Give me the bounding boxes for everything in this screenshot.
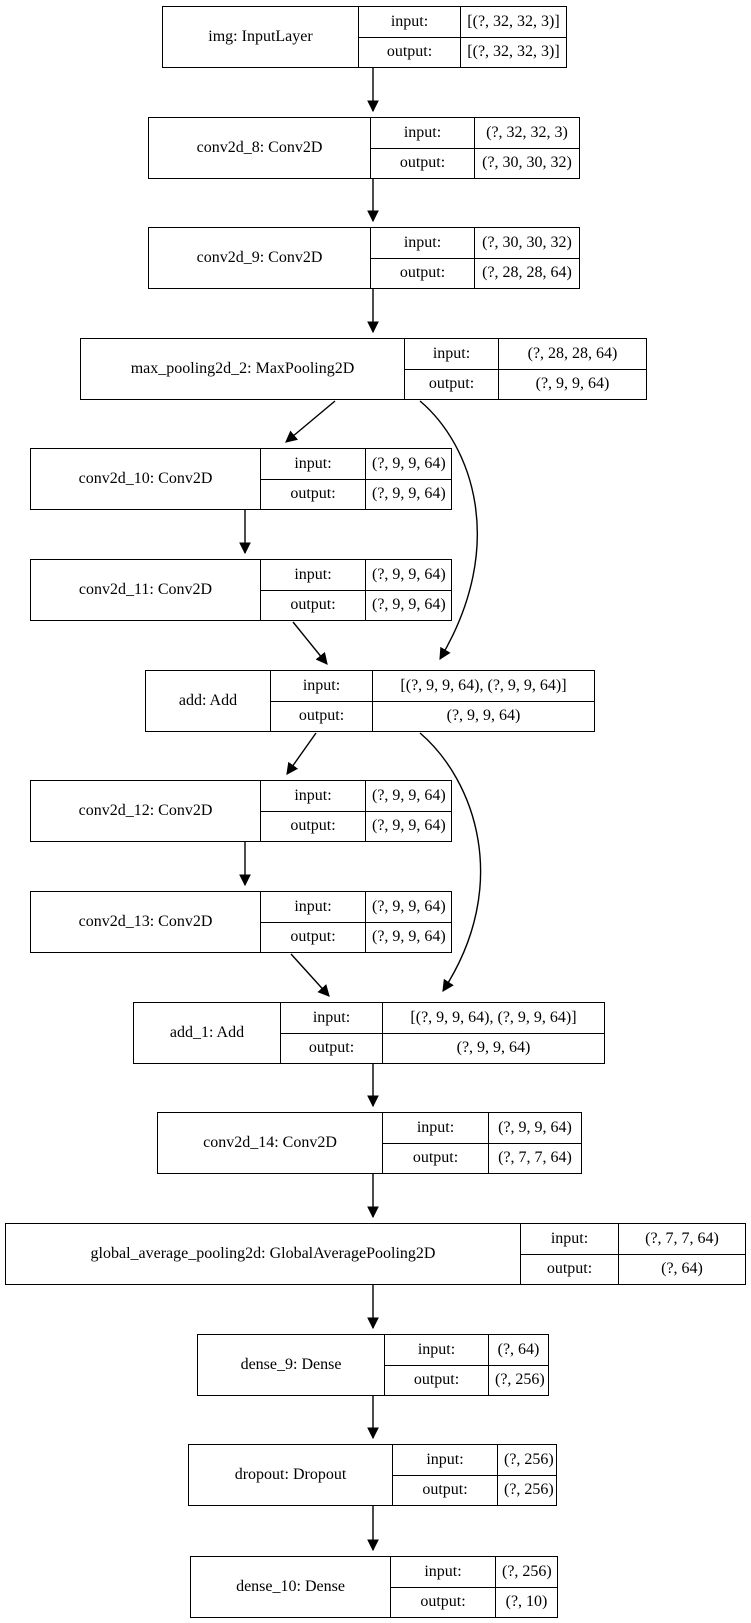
output-key: output: [384,1364,489,1396]
layer-label: add_1: Add [133,1002,281,1064]
node-max_pooling2d_2: max_pooling2d_2: MaxPooling2D input: (?,… [80,338,647,400]
node-conv2d_10: conv2d_10: Conv2D input: (?, 9, 9, 64) o… [30,448,452,510]
output-key: output: [520,1253,619,1285]
output-key: output: [370,147,475,179]
edge-conv2d_13-add_1 [290,953,330,997]
output-key: output: [358,36,461,68]
input-shape: (?, 32, 32, 3) [474,117,580,149]
output-key: output: [270,700,373,732]
input-shape: (?, 9, 9, 64) [365,448,452,480]
input-key: input: [390,1556,496,1588]
edge-max_pooling2d_2-add-skip [419,400,479,661]
input-shape: (?, 9, 9, 64) [365,780,452,812]
output-shape: [(?, 32, 32, 3)] [460,36,567,68]
output-shape: (?, 30, 30, 32) [474,147,580,179]
input-shape: (?, 30, 30, 32) [474,227,580,259]
input-key: input: [520,1223,619,1255]
edge-add-add_1-skip [419,732,482,992]
output-key: output: [382,1142,489,1174]
output-shape: (?, 10) [495,1586,558,1618]
input-key: input: [280,1002,383,1034]
output-key: output: [390,1586,496,1618]
input-shape: (?, 64) [488,1334,549,1366]
output-shape: (?, 9, 9, 64) [365,921,452,953]
input-shape: (?, 28, 28, 64) [498,338,647,370]
input-key: input: [260,559,366,591]
layer-label: conv2d_9: Conv2D [148,227,371,289]
input-key: input: [260,448,366,480]
output-key: output: [260,921,366,953]
layer-label: dense_10: Dense [190,1556,391,1618]
edge-conv2d_11-add [292,621,328,665]
output-key: output: [260,478,366,510]
layer-label: conv2d_14: Conv2D [157,1112,383,1174]
layer-label: conv2d_11: Conv2D [30,559,261,621]
layer-label: max_pooling2d_2: MaxPooling2D [80,338,405,400]
node-dense_10: dense_10: Dense input: (?, 256) output: … [190,1556,558,1618]
input-key: input: [384,1334,489,1366]
layer-label: global_average_pooling2d: GlobalAverageP… [5,1223,521,1285]
node-conv2d_13: conv2d_13: Conv2D input: (?, 9, 9, 64) o… [30,891,452,953]
output-key: output: [280,1032,383,1064]
input-shape: [(?, 9, 9, 64), (?, 9, 9, 64)] [382,1002,605,1034]
input-key: input: [404,338,499,370]
output-shape: (?, 9, 9, 64) [365,478,452,510]
output-shape: (?, 64) [618,1253,746,1285]
input-shape: (?, 7, 7, 64) [618,1223,746,1255]
input-key: input: [358,6,461,38]
node-conv2d_11: conv2d_11: Conv2D input: (?, 9, 9, 64) o… [30,559,452,621]
layer-label: dropout: Dropout [188,1444,393,1506]
node-dropout: dropout: Dropout input: (?, 256) output:… [188,1444,557,1506]
input-shape: (?, 9, 9, 64) [488,1112,582,1144]
layer-label: conv2d_8: Conv2D [148,117,371,179]
layer-label: img: InputLayer [162,6,359,68]
input-key: input: [260,780,366,812]
input-shape: [(?, 32, 32, 3)] [460,6,567,38]
output-shape: (?, 9, 9, 64) [365,810,452,842]
output-shape: (?, 9, 9, 64) [372,700,595,732]
layer-label: conv2d_12: Conv2D [30,780,261,842]
output-shape: (?, 28, 28, 64) [474,257,580,289]
layer-label: conv2d_10: Conv2D [30,448,261,510]
node-add: add: Add input: [(?, 9, 9, 64), (?, 9, 9… [145,670,595,732]
output-key: output: [392,1474,498,1506]
edge-add-conv2d_12 [286,732,317,775]
node-conv2d_9: conv2d_9: Conv2D input: (?, 30, 30, 32) … [148,227,580,289]
input-shape: (?, 9, 9, 64) [365,559,452,591]
output-key: output: [260,589,366,621]
node-conv2d_8: conv2d_8: Conv2D input: (?, 32, 32, 3) o… [148,117,580,179]
input-shape: [(?, 9, 9, 64), (?, 9, 9, 64)] [372,670,595,702]
input-key: input: [260,891,366,923]
output-shape: (?, 9, 9, 64) [365,589,452,621]
layer-label: add: Add [145,670,271,732]
input-shape: (?, 9, 9, 64) [365,891,452,923]
node-conv2d_14: conv2d_14: Conv2D input: (?, 9, 9, 64) o… [157,1112,582,1174]
output-shape: (?, 256) [488,1364,549,1396]
output-shape: (?, 9, 9, 64) [382,1032,605,1064]
output-key: output: [404,368,499,400]
input-key: input: [392,1444,498,1476]
input-key: input: [382,1112,489,1144]
node-dense_9: dense_9: Dense input: (?, 64) output: (?… [197,1334,549,1396]
output-key: output: [370,257,475,289]
edge-max_pooling2d_2-conv2d_10 [285,400,336,443]
node-img: img: InputLayer input: [(?, 32, 32, 3)] … [162,6,567,68]
input-shape: (?, 256) [495,1556,558,1588]
input-key: input: [370,117,475,149]
input-key: input: [270,670,373,702]
output-shape: (?, 256) [497,1474,557,1506]
output-shape: (?, 7, 7, 64) [488,1142,582,1174]
output-shape: (?, 9, 9, 64) [498,368,647,400]
node-conv2d_12: conv2d_12: Conv2D input: (?, 9, 9, 64) o… [30,780,452,842]
input-shape: (?, 256) [497,1444,557,1476]
output-key: output: [260,810,366,842]
layer-label: dense_9: Dense [197,1334,385,1396]
node-add_1: add_1: Add input: [(?, 9, 9, 64), (?, 9,… [133,1002,605,1064]
layer-label: conv2d_13: Conv2D [30,891,261,953]
input-key: input: [370,227,475,259]
node-global_average_pooling2d: global_average_pooling2d: GlobalAverageP… [5,1223,746,1285]
